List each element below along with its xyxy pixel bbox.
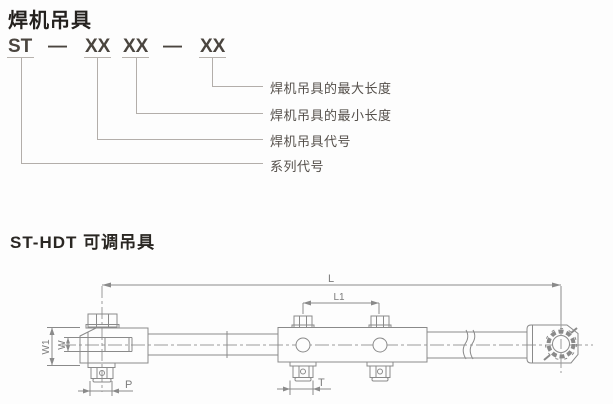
adjust-sleeve (277, 327, 428, 363)
code-xx-2: XX (123, 36, 149, 57)
dim-T (277, 380, 331, 395)
leader-line-code (97, 58, 263, 140)
dim-L (102, 282, 561, 288)
code-series: ST (8, 36, 33, 57)
dim-label-L: L (328, 273, 334, 285)
left-clevis (64, 286, 149, 392)
leader-line-max-length (212, 58, 263, 87)
label-max-length: 焊机吊具的最大长度 (270, 81, 392, 96)
page-title: 焊机吊具 (8, 10, 92, 32)
sleeve-bolt-2 (366, 315, 394, 382)
sleeve-bolt-1 (289, 315, 317, 382)
leader-line-series (21, 58, 263, 164)
left-rod (148, 331, 278, 358)
leader-line-min-length (136, 58, 263, 114)
dim-label-L1: L1 (333, 292, 345, 303)
code-underline (84, 57, 111, 58)
code-dash-2: — (163, 36, 182, 57)
label-series: 系列代号 (270, 159, 325, 174)
dim-P (78, 381, 133, 396)
dim-L1 (302, 300, 380, 314)
right-tube (427, 329, 527, 360)
dim-label-W: W (57, 340, 68, 350)
code-dash-1: — (48, 36, 67, 57)
code-underline (199, 57, 226, 58)
dim-W1 (47, 327, 80, 366)
code-xx-3: XX (200, 36, 226, 57)
end-block (526, 286, 579, 373)
dim-label-T: T (318, 377, 325, 389)
section-title: ST-HDT 可调吊具 (10, 233, 156, 252)
label-min-length: 焊机吊具的最小长度 (270, 108, 392, 123)
dim-label-W1: W1 (41, 339, 52, 354)
code-xx-1: XX (85, 36, 111, 57)
dim-W (66, 337, 70, 352)
code-underline (122, 57, 149, 58)
label-code: 焊机吊具代号 (270, 134, 352, 149)
code-underline (7, 57, 34, 58)
dim-label-P: P (125, 379, 132, 391)
